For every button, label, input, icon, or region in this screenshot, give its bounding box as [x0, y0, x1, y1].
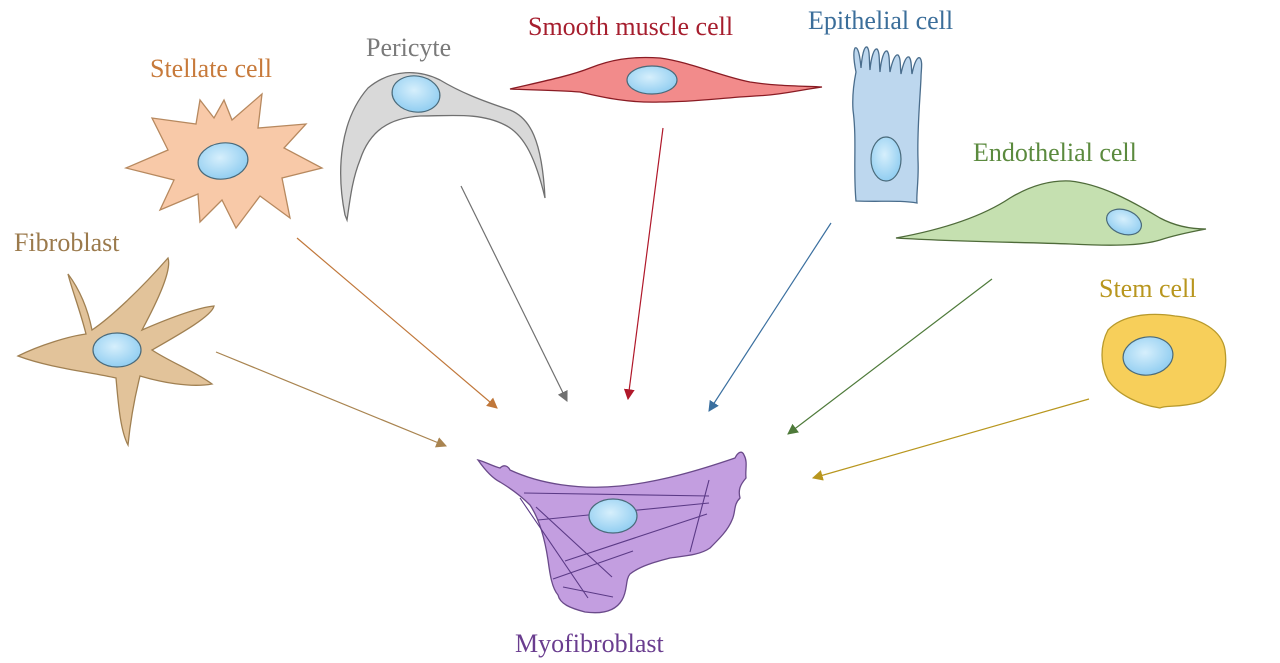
arrow-endothelial: [787, 278, 993, 435]
arrow-pericyte: [460, 185, 568, 402]
pericyte-cell: Pericyte: [340, 33, 546, 223]
fibroblast-nucleus: [92, 332, 142, 368]
stress-fiber: [523, 492, 710, 497]
smooth-muscle-nucleus: [626, 65, 678, 95]
arrow-smooth-muscle: [623, 127, 664, 401]
endothelial-label: Endothelial cell: [973, 138, 1137, 167]
myofibroblast-cell: Myofibroblast: [476, 451, 747, 658]
arrow-epithelial: [708, 222, 832, 412]
stellate-nucleus: [197, 142, 249, 180]
stellate-cell: Stellate cell: [123, 54, 324, 230]
stress-fiber: [564, 513, 708, 562]
epithelial-nucleus: [870, 136, 902, 182]
stem-cell: Stem cell: [1099, 274, 1227, 409]
myofibroblast-nucleus: [588, 498, 638, 534]
arrow-stellate: [296, 237, 498, 409]
arrow-stem: [811, 398, 1090, 481]
arrows: [215, 127, 1090, 481]
stem-label: Stem cell: [1099, 274, 1196, 303]
epithelial-cell: Epithelial cell: [808, 6, 953, 204]
endothelial-nucleus: [1105, 208, 1143, 236]
stem-nucleus: [1122, 336, 1174, 376]
smooth-muscle-cell: Smooth muscle cell: [509, 12, 823, 103]
stress-fiber: [519, 497, 589, 599]
fibroblast-label: Fibroblast: [14, 228, 120, 257]
pericyte-body: [340, 72, 546, 223]
epithelial-label: Epithelial cell: [808, 6, 953, 35]
smooth-muscle-label: Smooth muscle cell: [528, 12, 733, 41]
stress-fiber: [552, 550, 634, 580]
endothelial-body: [895, 180, 1207, 246]
arrow-fibroblast: [215, 351, 447, 448]
myofibroblast-label: Myofibroblast: [515, 629, 665, 658]
stellate-label: Stellate cell: [150, 54, 272, 83]
pericyte-nucleus: [391, 75, 441, 113]
stress-fiber: [689, 479, 710, 553]
endothelial-cell: Endothelial cell: [895, 138, 1207, 246]
stress-fiber: [535, 506, 613, 578]
pericyte-label: Pericyte: [366, 33, 451, 62]
stress-fiber: [562, 586, 614, 598]
fibroblast-cell: Fibroblast: [14, 228, 215, 448]
epithelial-body: [852, 46, 923, 204]
